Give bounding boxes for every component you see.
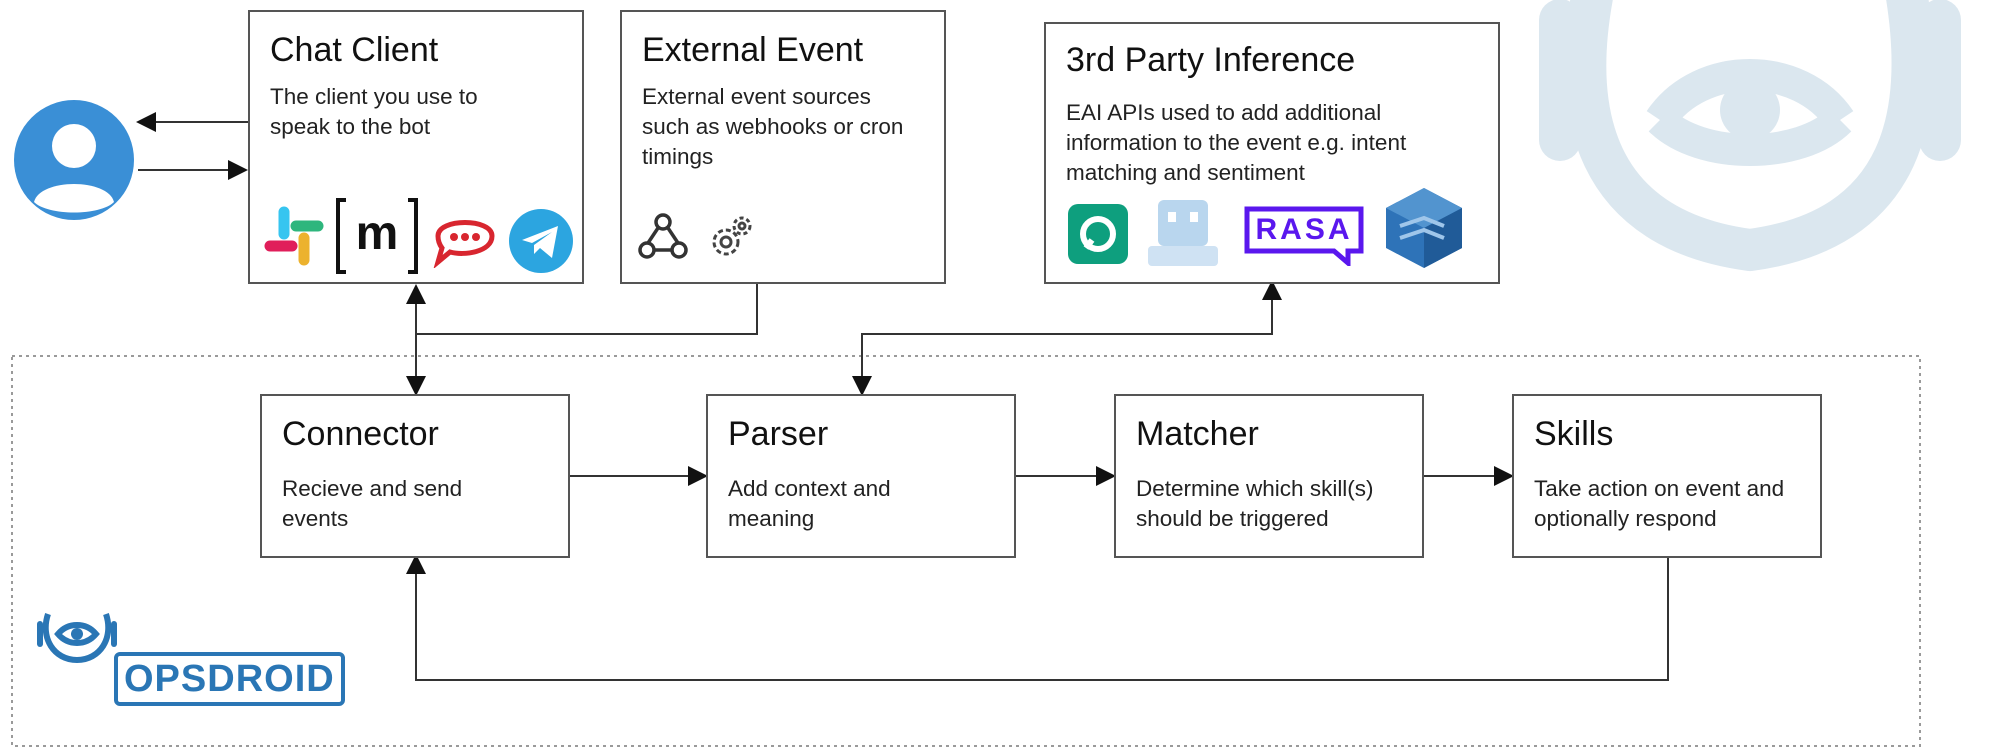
parser-title: Parser	[728, 415, 829, 453]
matcher-title: Matcher	[1136, 415, 1259, 453]
parser-desc: Add context and meaning	[728, 476, 891, 531]
rocketchat-icon	[433, 220, 495, 268]
watson-icon	[1148, 200, 1218, 266]
chatbase-icon	[1068, 204, 1128, 264]
connector-desc: Recieve and send events	[282, 476, 463, 531]
telegram-icon	[509, 209, 573, 273]
rasa-icon: RASA	[1244, 206, 1364, 266]
chat-client-desc: The client you use to speak to the bot	[270, 84, 478, 139]
external-event-box: External Event External event sources su…	[620, 10, 946, 284]
chat-client-title: Chat Client	[270, 31, 439, 69]
opsdroid-robot-logo-icon	[37, 613, 117, 664]
webhook-icon	[638, 213, 688, 259]
slack-icon	[264, 206, 324, 266]
matrix-label: m	[355, 207, 399, 260]
rasa-label: RASA	[1255, 213, 1353, 246]
external-event-title: External Event	[642, 31, 864, 69]
matcher-box: Matcher Determine which skill(s) should …	[1114, 394, 1424, 558]
connector-title: Connector	[282, 415, 439, 453]
matcher-desc: Determine which skill(s) should be trigg…	[1136, 476, 1374, 531]
aws-lex-icon	[1386, 188, 1462, 268]
third-party-title: 3rd Party Inference	[1066, 41, 1356, 79]
external-event-desc: External event sources such as webhooks …	[642, 84, 904, 169]
parser-box: Parser Add context and meaning	[706, 394, 1016, 558]
skills-box: Skills Take action on event and optional…	[1512, 394, 1822, 558]
skills-title: Skills	[1534, 415, 1614, 453]
user-avatar-icon	[14, 100, 134, 220]
chat-client-box: Chat Client The client you use to speak …	[248, 10, 584, 284]
connector-box: Connector Recieve and send events	[260, 394, 570, 558]
third-party-inference-box: 3rd Party Inference EAI APIs used to add…	[1044, 22, 1500, 284]
opsdroid-logo-text: OPSDROID	[124, 658, 335, 700]
cron-gear-icon	[712, 216, 752, 256]
third-party-desc: EAI APIs used to add additional informat…	[1066, 100, 1407, 185]
matrix-icon: m	[334, 196, 420, 276]
opsdroid-wordmark: OPSDROID	[114, 652, 345, 706]
skills-desc: Take action on event and optionally resp…	[1534, 476, 1785, 531]
